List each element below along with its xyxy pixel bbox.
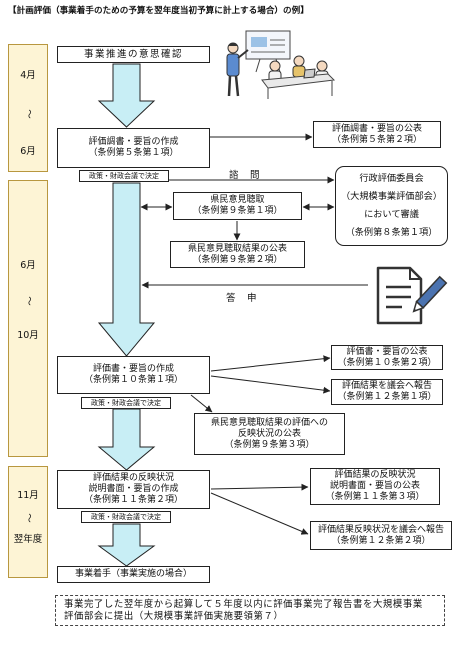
note-line: 評価部会に提出（大規模事業評価実施要領第７） [64, 611, 284, 622]
step-survey-draft: 評価調書・要旨の作成 （条例第５条第１項） [57, 128, 210, 168]
step-article: （条例第１１条第３項） [325, 492, 425, 502]
document-pen-icon [376, 266, 448, 325]
step-label: 評価書・要旨の作成 [92, 364, 174, 374]
completion-report-note: 事業完了した翌年度から起算して５年度以内に評価事業完了報告書を大規模事業 評価部… [55, 595, 445, 626]
step-article: （条例第１０条第２項） [337, 357, 437, 368]
step-label: 事業推進の意思確認 [83, 49, 183, 60]
step-label: 県民意見聴取 [210, 195, 265, 205]
period-separator: 〜 [22, 513, 34, 523]
period-end: 翌年度 [13, 534, 43, 545]
step-label: 県民意見聴取結果の公表 [187, 243, 287, 254]
step-label: 評価結果反映状況を議会へ報告 [317, 524, 444, 535]
arrow-to-evaluation-publication [210, 355, 331, 372]
step-article: （条例第１２条第１項） [337, 392, 437, 402]
evaluation-committee: 行政評価委員会 （大規模事業評価部会） において審議 （条例第８条第１項） [335, 166, 448, 246]
step-label: 評価書・要旨の公表 [346, 346, 428, 357]
step-article: （条例第９条第３項） [224, 439, 315, 450]
committee-line: 行政評価委員会 [359, 173, 424, 184]
period-start: 6月 [20, 260, 36, 271]
decision-note-1: 政策・財政会議で決定 [79, 170, 169, 182]
arrow-to-hearing-reflection [190, 394, 213, 413]
period-start: 11月 [17, 490, 39, 501]
reflection-publication: 評価結果の反映状況 説明書面・要旨の公表 （条例第１１条第３項） [310, 468, 440, 505]
decision-label: 政策・財政会議で決定 [89, 172, 159, 180]
period-start: 4月 [20, 70, 36, 81]
page-title: 【計画評価（事業着手のための予算を翌年度当初予算に計上する場合）の例】 [8, 6, 309, 16]
step-article: （条例第５条第１項） [88, 148, 179, 158]
step-label: 説明書面・要旨の公表 [329, 481, 420, 491]
committee-line: において審議 [364, 209, 419, 220]
step-label: 事業着手（事業実施の場合） [74, 569, 192, 579]
inquiry-label: 諮 問 [229, 170, 261, 181]
step-article: （条例第９条第１項） [192, 206, 283, 216]
step-article: （条例第９条第２項） [192, 254, 283, 265]
answer-label: 答 申 [226, 293, 258, 304]
period-separator: 〜 [22, 296, 34, 306]
step-project-start: 事業着手（事業実施の場合） [57, 566, 210, 583]
step-evaluation-draft: 評価書・要旨の作成 （条例第１０条第１項） [57, 356, 210, 394]
decision-note-3: 政策・財政会議で決定 [81, 511, 171, 523]
meeting-illustration [226, 30, 336, 99]
period-separator: 〜 [22, 109, 34, 119]
period-jun-oct: 6月 〜 10月 [8, 180, 48, 457]
arrow-to-reflection-report [210, 492, 309, 535]
period-end: 6月 [20, 146, 36, 157]
decision-note-2: 政策・財政会議で決定 [81, 397, 171, 409]
period-apr-jun: 4月 〜 6月 [8, 44, 48, 172]
step-reflection-draft: 評価結果の反映状況 説明書面・要旨の作成 （条例第１１条第２項） [57, 470, 210, 509]
flow-arrow-4 [97, 523, 156, 567]
hearing-result-publication: 県民意見聴取結果の公表 （条例第９条第２項） [170, 241, 305, 268]
flow-arrow-2 [97, 182, 156, 357]
step-intent-confirmation: 事業推進の意思確認 [57, 46, 210, 63]
step-label: 評価調書・要旨の公表 [331, 123, 422, 134]
step-label: 評価結果を議会へ報告 [341, 381, 432, 391]
public-hearing: 県民意見聴取 （条例第９条第１項） [173, 192, 302, 220]
reflection-report: 評価結果反映状況を議会へ報告 （条例第１２条第２項） [310, 521, 452, 550]
period-end: 10月 [17, 330, 39, 341]
committee-line: （条例第８条第１項） [345, 227, 438, 238]
arrow-to-evaluation-report [210, 375, 331, 394]
flow-arrow-1 [97, 63, 156, 128]
step-label: 説明書面・要旨の作成 [88, 484, 179, 494]
step-label: 評価結果の反映状況 [334, 470, 416, 480]
hearing-reflection-publication: 県民意見聴取結果の評価への 反映状況の公表 （条例第９条第３項） [194, 413, 345, 455]
decision-label: 政策・財政会議で決定 [91, 399, 161, 407]
note-line: 事業完了した翌年度から起算して５年度以内に評価事業完了報告書を大規模事業 [64, 599, 423, 610]
step-label: 反映状況の公表 [237, 428, 301, 439]
committee-line: （大規模事業評価部会） [340, 191, 443, 202]
step-article: （条例第５条第２項） [331, 134, 422, 145]
evaluation-publication: 評価書・要旨の公表 （条例第１０条第２項） [331, 345, 443, 370]
step-label: 評価結果の反映状況 [92, 473, 174, 483]
decision-label: 政策・財政会議で決定 [91, 513, 161, 521]
flow-arrow-3 [97, 408, 156, 471]
step-label: 評価調書・要旨の作成 [88, 137, 179, 147]
step-article: （条例第１０条第１項） [83, 375, 183, 385]
step-article: （条例第１１条第２項） [83, 495, 183, 505]
arrow-to-reflection-publication [210, 483, 309, 491]
step-label: 県民意見聴取結果の評価への [210, 417, 328, 428]
survey-publication: 評価調書・要旨の公表 （条例第５条第２項） [313, 121, 441, 148]
step-article: （条例第１２条第２項） [331, 535, 431, 546]
period-nov-next-year: 11月 〜 翌年度 [8, 466, 48, 578]
evaluation-report: 評価結果を議会へ報告 （条例第１２条第１項） [331, 379, 443, 405]
